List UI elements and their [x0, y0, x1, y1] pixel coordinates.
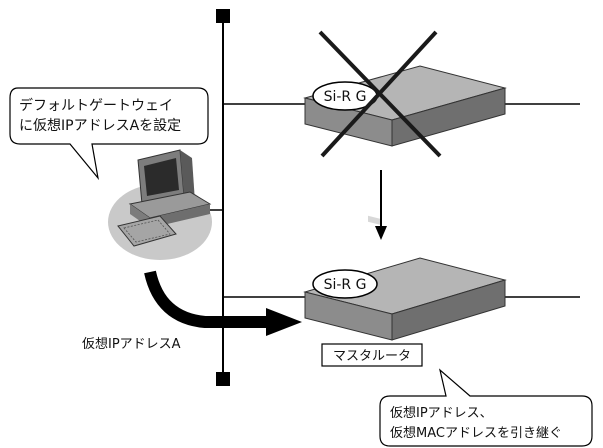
callout-pc-line1: デフォルトゲートウェイ — [19, 97, 173, 114]
router-top-badge: Si-R G — [312, 81, 378, 111]
failure-cross-icon — [318, 30, 442, 158]
router-icon — [303, 257, 507, 341]
callout-pc-line2: に仮想IPアドレスAを設定 — [19, 118, 181, 134]
router-bottom-label: Si-R G — [324, 277, 367, 293]
callout-inherit: 仮想IPアドレス、 仮想MACアドレスを引き継ぐ — [379, 368, 593, 447]
callout-inherit-line2: 仮想MACアドレスを引き継ぐ — [390, 425, 562, 441]
segment-terminator-top — [216, 9, 230, 23]
segment-terminator-bottom — [216, 372, 230, 386]
router-icon — [303, 65, 507, 226]
master-label: マスタルータ — [333, 349, 411, 364]
flow-arrow-icon — [144, 270, 302, 336]
router-bottom-badge: Si-R G — [312, 269, 378, 299]
callout-inherit-line1: 仮想IPアドレス、 — [390, 405, 493, 421]
router-top-label: Si-R G — [324, 89, 367, 105]
pc-icon — [108, 149, 212, 260]
callout-pc: デフォルトゲートウェイ に仮想IPアドレスAを設定 — [9, 87, 209, 181]
master-label-box: マスタルータ — [321, 343, 423, 367]
arrow-label: 仮想IPアドレスA — [82, 336, 181, 352]
down-arrow-icon — [375, 170, 387, 240]
